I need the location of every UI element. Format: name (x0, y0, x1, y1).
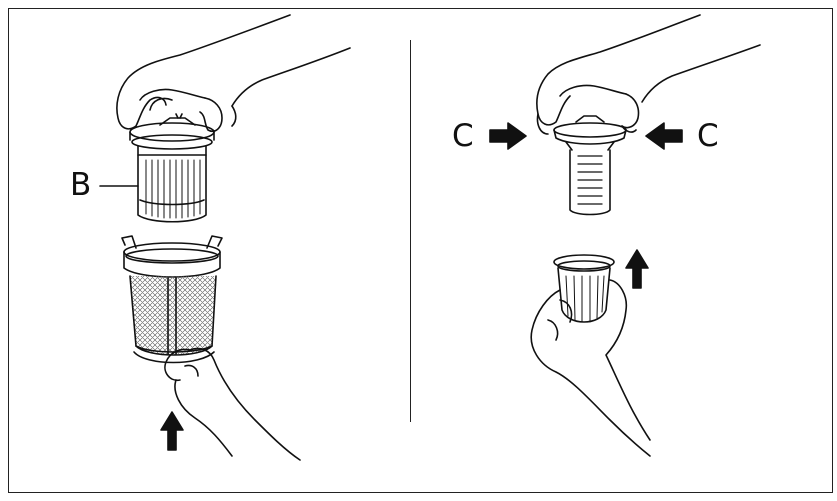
top-hand-right (536, 14, 761, 135)
inner-filter-c (553, 115, 627, 216)
label-c-left: C (452, 118, 474, 154)
label-b: B (70, 167, 92, 203)
arrow-right-icon (489, 122, 527, 150)
top-hand-left (116, 14, 351, 133)
left-panel (99, 14, 351, 461)
outer-mesh-filter (121, 235, 223, 364)
bottom-hand-left (164, 347, 301, 461)
arrow-left-icon (645, 122, 683, 150)
small-cup-filter (553, 254, 615, 323)
label-c-right: C (697, 118, 719, 154)
right-panel (489, 14, 761, 457)
filter-b (129, 113, 215, 223)
arrow-up-icon (160, 411, 184, 451)
arrow-up-icon (625, 249, 649, 289)
panel-divider (410, 40, 411, 422)
bottom-hand-right (530, 279, 651, 457)
